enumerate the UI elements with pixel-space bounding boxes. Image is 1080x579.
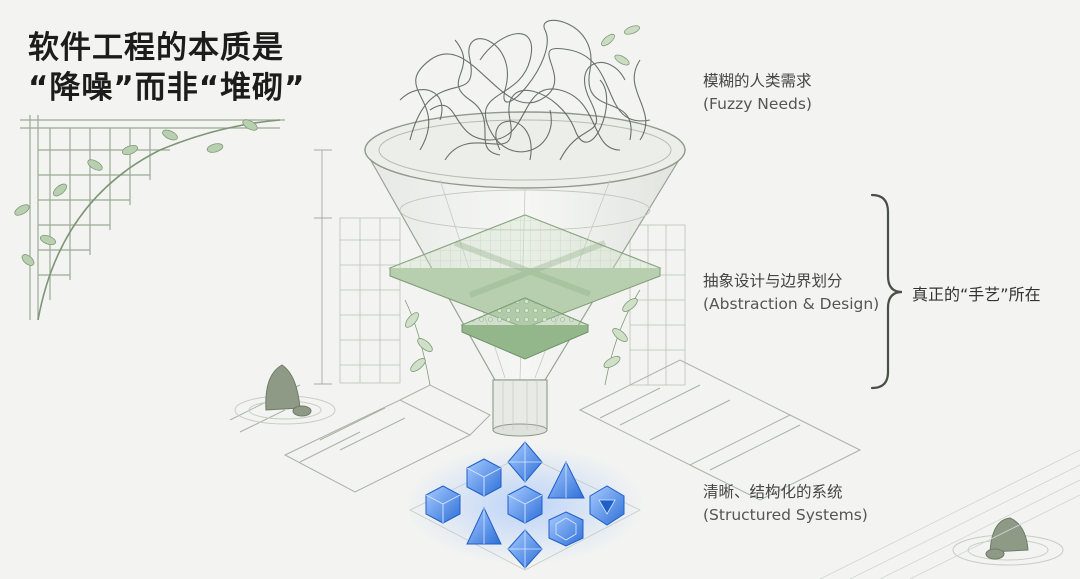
stage-label-fuzzy-needs: 模糊的人类需求 (Fuzzy Needs) [703,70,812,116]
stage-label-abstraction: 抽象设计与边界划分 (Abstraction & Design) [703,270,879,316]
abstraction-plate-small [460,297,590,360]
title-line-2: “降噪”而非“堆砌” [28,70,306,106]
bracket-label: 真正的“手艺”所在 [912,285,1041,304]
stage-label-structured-systems: 清晰、结构化的系统 (Structured Systems) [703,481,868,527]
stage-label-zh: 模糊的人类需求 [703,72,812,90]
vine-leaves [14,119,258,266]
crystal-cube-2 [466,458,502,497]
crystal-cube-center [507,485,543,524]
crystal-octahedron-2 [507,529,543,569]
curly-bracket [870,193,903,390]
title-line-1: 软件工程的本质是 [28,30,284,66]
zen-rock-right [952,517,1064,566]
trellis-decoration [20,115,285,321]
crystal-pyramid-2 [466,506,502,545]
page-title: 软件工程的本质是 “降噪”而非“堆砌” [28,28,306,108]
stage-label-en: (Abstraction & Design) [703,295,880,313]
stage-label-en: (Fuzzy Needs) [703,95,812,113]
plant-right [603,289,641,386]
stage-label-zh: 清晰、结构化的系统 [703,483,843,501]
crystal-cube-1 [425,485,461,524]
dimension-line [314,149,332,385]
crystal-pyramid-1 [547,460,585,499]
raked-lines [819,449,1080,579]
crystal-octahedron-1 [507,441,543,483]
crystal-dodecahedron [548,511,584,547]
stage-label-en: (Structured Systems) [703,506,868,524]
stage-label-zh: 抽象设计与边界划分 [703,272,843,290]
crystal-shield [589,485,625,526]
floor-plan-right [578,359,862,501]
zen-rock-left [234,364,336,425]
plant-left [404,299,433,386]
twig-leaves [601,25,641,66]
tangled-needs-lines [399,19,651,161]
abstraction-plate-large [388,214,662,329]
